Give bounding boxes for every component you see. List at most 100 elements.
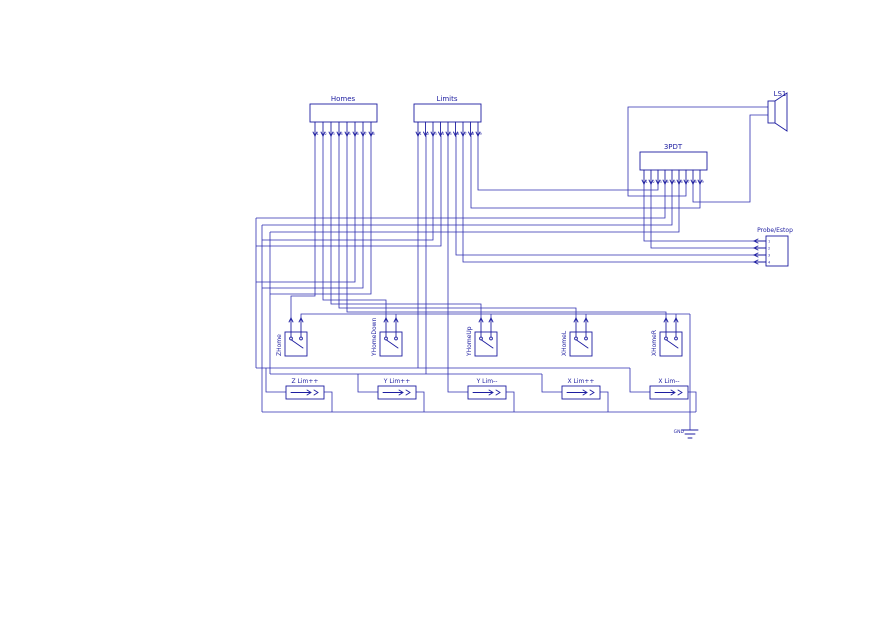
pin-arrow-icon (438, 131, 443, 138)
wire (447, 136, 468, 393)
wire (477, 136, 659, 191)
pin-arrow-icon (648, 179, 654, 186)
pin-arrow-icon (468, 131, 473, 138)
switch-arrow-symbol (290, 389, 319, 396)
pin-number: 1 (768, 240, 770, 244)
wire (506, 391, 515, 412)
wire (262, 136, 364, 289)
pin-arrow-icon (752, 259, 759, 265)
pin-row (478, 316, 494, 333)
pin-arrow-icon (453, 131, 458, 138)
pin-arrow-icon (475, 131, 481, 138)
pin-arrow-icon (697, 179, 703, 186)
switch-symbol (664, 331, 679, 349)
switch-label: Y Lim-- (476, 378, 498, 385)
pin-arrow-icon (478, 316, 484, 323)
connector-label: Probe/Estop (757, 227, 793, 234)
switch-label: ZHome (276, 334, 283, 356)
wire (643, 184, 754, 242)
switch-body (285, 385, 325, 400)
pin-number: 4 (768, 261, 771, 265)
switch-body (561, 385, 601, 400)
wire (256, 184, 666, 219)
wire (629, 368, 650, 393)
pin-arrow-icon (641, 179, 647, 186)
speaker-cone-icon (774, 92, 788, 132)
pin-arrow-icon (752, 252, 759, 258)
wire (455, 136, 754, 256)
home-switch-zhome: ZHome (276, 316, 308, 357)
wire (262, 136, 434, 241)
pin-arrow-icon (690, 179, 696, 186)
pin-arrow-icon (752, 245, 759, 251)
pin-arrow-icon (415, 131, 421, 138)
pin-number: 8 (373, 132, 375, 136)
pin-arrow-icon (336, 131, 342, 138)
pin-number: 6 (457, 132, 459, 136)
pin-arrow-icon (460, 131, 466, 138)
limit-switch-xlim-mm: X Lim-- (649, 378, 689, 400)
connector-label: 3PDT (664, 143, 683, 151)
pin-number: 5 (349, 132, 351, 136)
wire (290, 136, 316, 318)
wire (627, 106, 768, 197)
switch-body (659, 331, 683, 357)
pin-arrow-icon (573, 316, 579, 323)
connector-body (309, 103, 378, 123)
pin-arrow-icon (368, 131, 374, 138)
wire (265, 368, 286, 393)
wire (300, 313, 690, 318)
switch-body (474, 331, 498, 357)
pin-number: 2 (325, 132, 327, 136)
pin-arrow-icon (423, 131, 428, 138)
pin-arrow-icon (673, 316, 679, 323)
home-switch-xhomel: XHomeL (561, 316, 593, 357)
pin-arrow-icon (583, 316, 589, 323)
connector-body (639, 151, 708, 171)
home-switch-xhomer: XHomeR (651, 316, 683, 357)
pin-arrow-icon (312, 131, 318, 138)
pin-number: 8 (695, 180, 697, 184)
pin-arrow-icon (298, 316, 304, 323)
pin-number: 7 (365, 132, 367, 136)
pin-row (573, 316, 589, 333)
wire (470, 136, 701, 209)
pin-arrow-icon (662, 179, 668, 186)
pin-number: 3 (435, 132, 437, 136)
switch-symbol (574, 331, 589, 349)
switch-body (649, 385, 689, 400)
pin-number: 9 (702, 180, 704, 184)
wire (270, 184, 680, 233)
pin-arrow-icon (328, 131, 334, 138)
switch-label: X Lim-- (658, 378, 679, 385)
pin-number: 7 (688, 180, 690, 184)
pin-number: 5 (450, 132, 452, 136)
pin-arrow-icon (288, 316, 294, 323)
pin-arrow-icon (669, 179, 675, 186)
wire (338, 136, 577, 318)
wire (324, 391, 333, 412)
buzzer-label: LS1 (774, 90, 787, 98)
wire (322, 136, 387, 318)
switch-label: X Lim++ (568, 378, 595, 385)
pin-arrow-icon (655, 179, 661, 186)
wire (256, 136, 442, 247)
pin-number: 8 (472, 132, 474, 136)
switch-arrow-symbol (472, 389, 501, 396)
pin-number: 5 (674, 180, 676, 184)
switch-label: XHomeL (561, 330, 568, 356)
switch-label: Y Lim++ (383, 378, 410, 385)
connector-label: Limits (437, 95, 458, 103)
connector-label: Homes (331, 95, 356, 103)
ground-label: GND (674, 429, 685, 435)
switch-arrow-symbol (654, 389, 683, 396)
switch-body (284, 331, 308, 357)
pin-number: 4 (667, 180, 670, 184)
